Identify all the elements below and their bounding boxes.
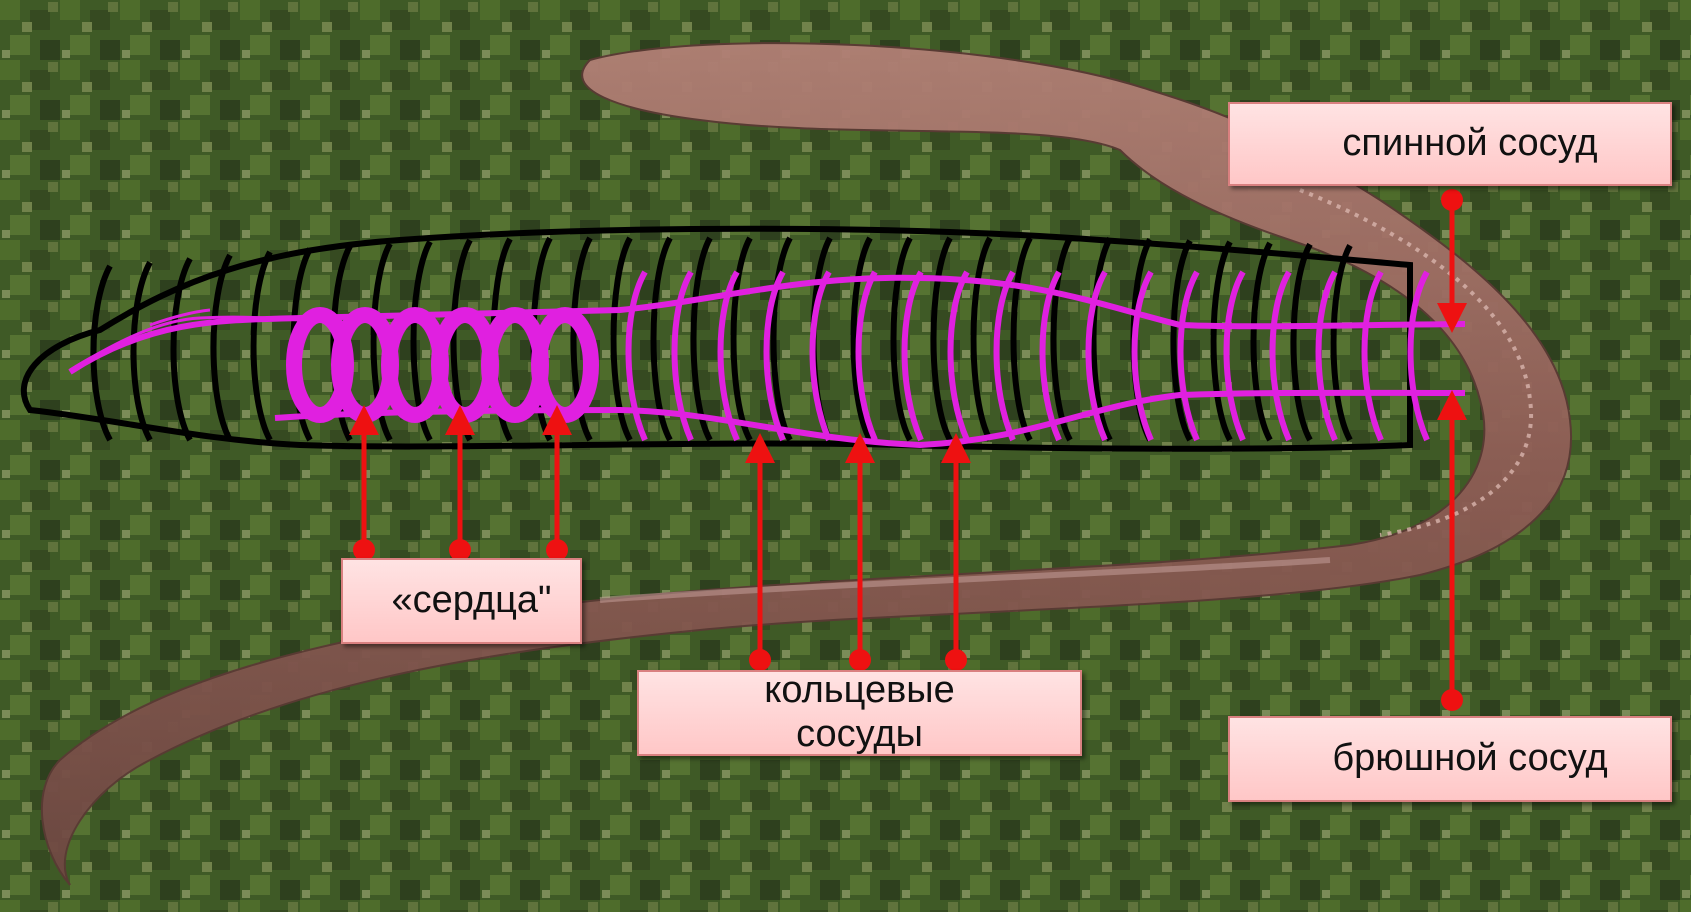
arrow-dot (1441, 189, 1463, 211)
hearts-label: «сердца" (341, 558, 582, 644)
arrow-dot (945, 649, 967, 671)
ventral-vessel-label: брюшной сосуд (1228, 716, 1672, 802)
ring-vessels-text-line1: кольцевые (764, 669, 954, 713)
dorsal-vessel-label: спинной сосуд (1228, 102, 1672, 186)
ring-vessels-label: кольцевые сосуды (637, 670, 1082, 756)
ventral-vessel-text: брюшной сосуд (1332, 737, 1607, 781)
arrow-dot (749, 649, 771, 671)
hearts-text: «сердца" (391, 579, 551, 623)
arrow-dot (849, 649, 871, 671)
dorsal-vessel-text: спинной сосуд (1342, 122, 1597, 166)
arrow-dot (1441, 689, 1463, 711)
ring-vessels-text-line2: сосуды (764, 713, 954, 757)
heart-rings (294, 315, 591, 415)
